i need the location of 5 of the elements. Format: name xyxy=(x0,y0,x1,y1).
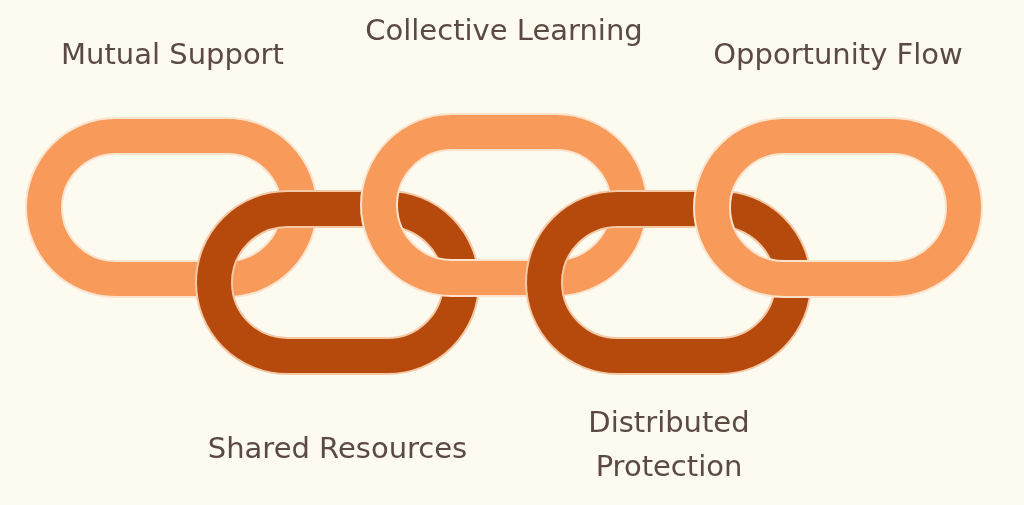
link-label: Shared Resources xyxy=(207,430,468,467)
link-label: Collective Learning xyxy=(365,12,643,49)
link-label: Distributed Protection xyxy=(587,404,751,485)
link-label: Mutual Support xyxy=(61,36,284,73)
link-label: Opportunity Flow xyxy=(713,36,963,73)
